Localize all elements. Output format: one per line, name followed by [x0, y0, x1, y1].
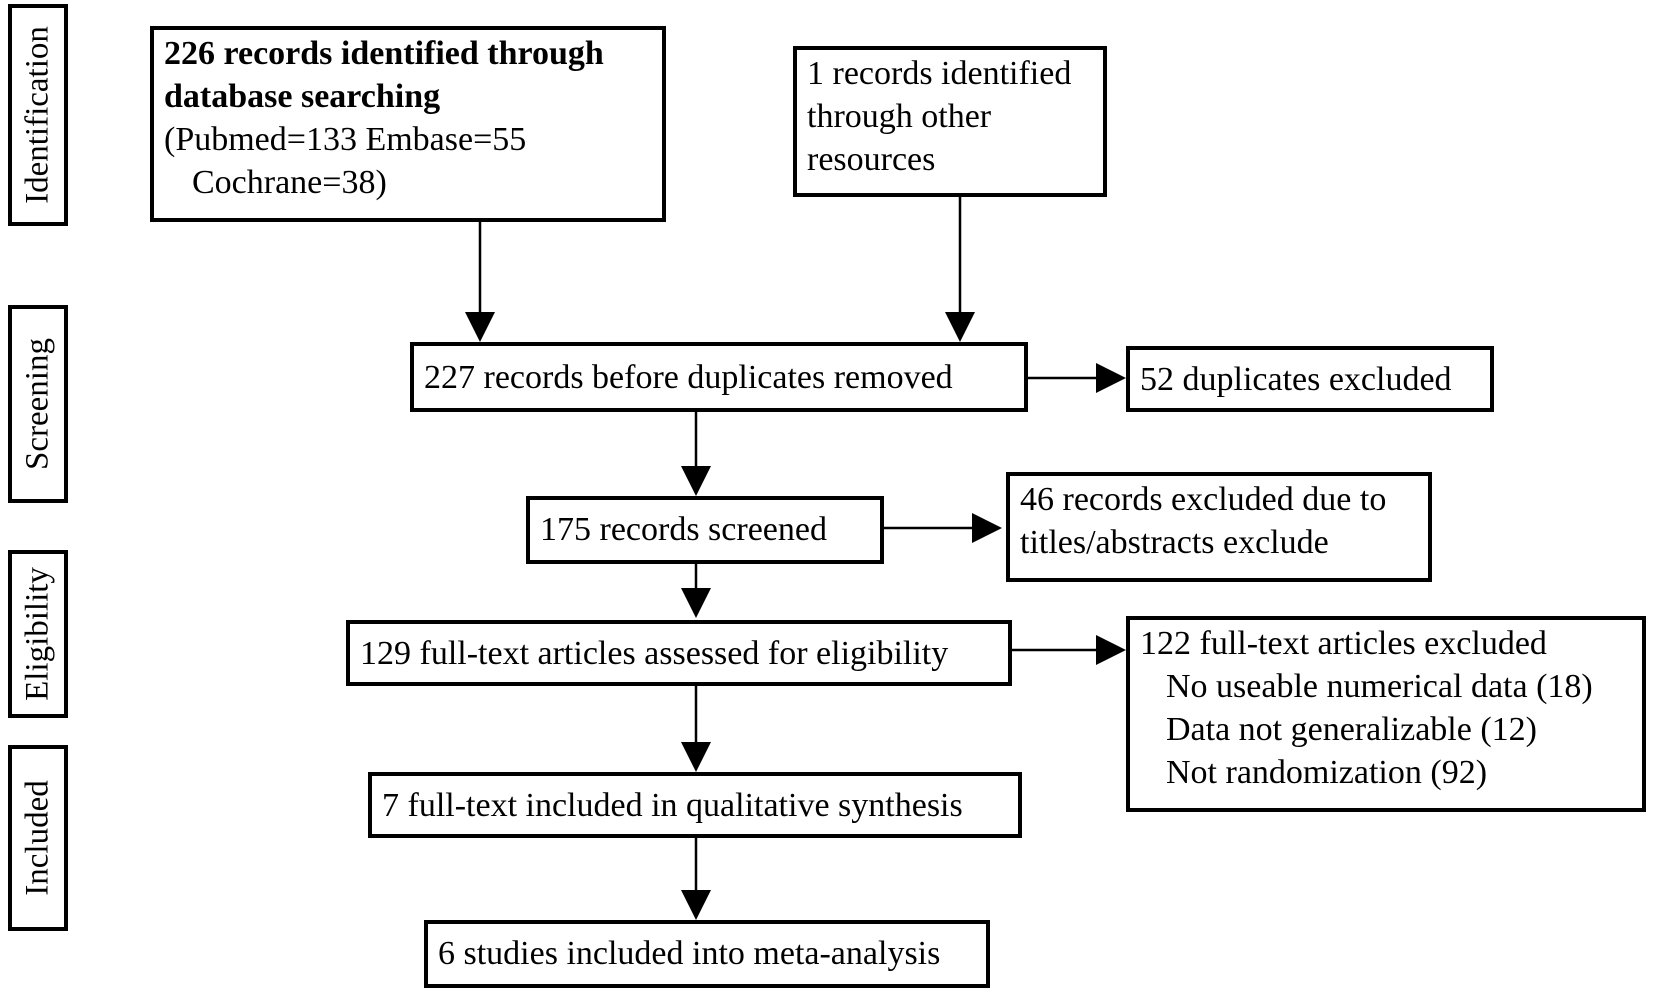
duplicates-excluded-label: 52 duplicates excluded: [1140, 361, 1452, 398]
qualitative-synthesis-label: 7 full-text included in qualitative synt…: [382, 787, 963, 824]
database-search-box: 226 records identified through database …: [150, 26, 666, 222]
stage-screening: Screening: [8, 305, 68, 503]
titles-excluded-line2: titles/abstracts exclude: [1020, 524, 1329, 561]
qualitative-synthesis-box: 7 full-text included in qualitative synt…: [368, 772, 1022, 838]
fulltext-excluded-line2: No useable numerical data (18): [1166, 668, 1593, 705]
arrow-head-screened: [681, 466, 711, 496]
before-duplicates-box: 227 records before duplicates removed: [410, 342, 1028, 412]
before-duplicates-label: 227 records before duplicates removed: [424, 359, 953, 396]
fulltext-assessed-box: 129 full-text articles assessed for elig…: [346, 620, 1012, 686]
fulltext-assessed-label: 129 full-text articles assessed for elig…: [360, 635, 949, 672]
other-resources-line2: through other: [807, 98, 992, 135]
arrow-head-duplicates: [1096, 363, 1126, 393]
stage-eligibility: Eligibility: [8, 550, 68, 718]
database-search-line3: (Pubmed=133 Embase=55: [164, 121, 527, 158]
arrow-head-fulltext-excluded: [1096, 635, 1126, 665]
arrow-head-titles: [972, 513, 1002, 543]
arrow-head-assessed: [681, 588, 711, 618]
fulltext-excluded-line4: Not randomization (92): [1166, 754, 1488, 791]
other-resources-line1: 1 records identified: [807, 55, 1072, 92]
records-screened-label: 175 records screened: [540, 511, 827, 548]
arrow-head-meta: [681, 890, 711, 920]
records-screened-box: 175 records screened: [526, 496, 884, 564]
meta-analysis-label: 6 studies included into meta-analysis: [438, 935, 941, 972]
titles-excluded-line1: 46 records excluded due to: [1020, 481, 1387, 518]
arrow-head-other: [945, 312, 975, 342]
database-search-line2: database searching: [164, 78, 441, 115]
other-resources-line3: resources: [807, 141, 936, 178]
arrow-head-database: [465, 312, 495, 342]
titles-excluded-box: 46 records excluded due to titles/abstra…: [1006, 472, 1432, 582]
meta-analysis-box: 6 studies included into meta-analysis: [424, 920, 990, 988]
database-search-line1: 226 records identified through: [164, 35, 604, 72]
stage-identification: Identification: [8, 4, 68, 226]
fulltext-excluded-line3: Data not generalizable (12): [1166, 711, 1537, 748]
other-resources-box: 1 records identified through other resou…: [793, 46, 1107, 197]
duplicates-excluded-box: 52 duplicates excluded: [1126, 346, 1494, 412]
stage-included: Included: [8, 745, 68, 931]
fulltext-excluded-line1: 122 full-text articles excluded: [1140, 625, 1547, 662]
arrow-head-qualitative: [681, 742, 711, 772]
database-search-line4: Cochrane=38): [192, 164, 387, 201]
fulltext-excluded-box: 122 full-text articles excluded No useab…: [1126, 616, 1646, 812]
